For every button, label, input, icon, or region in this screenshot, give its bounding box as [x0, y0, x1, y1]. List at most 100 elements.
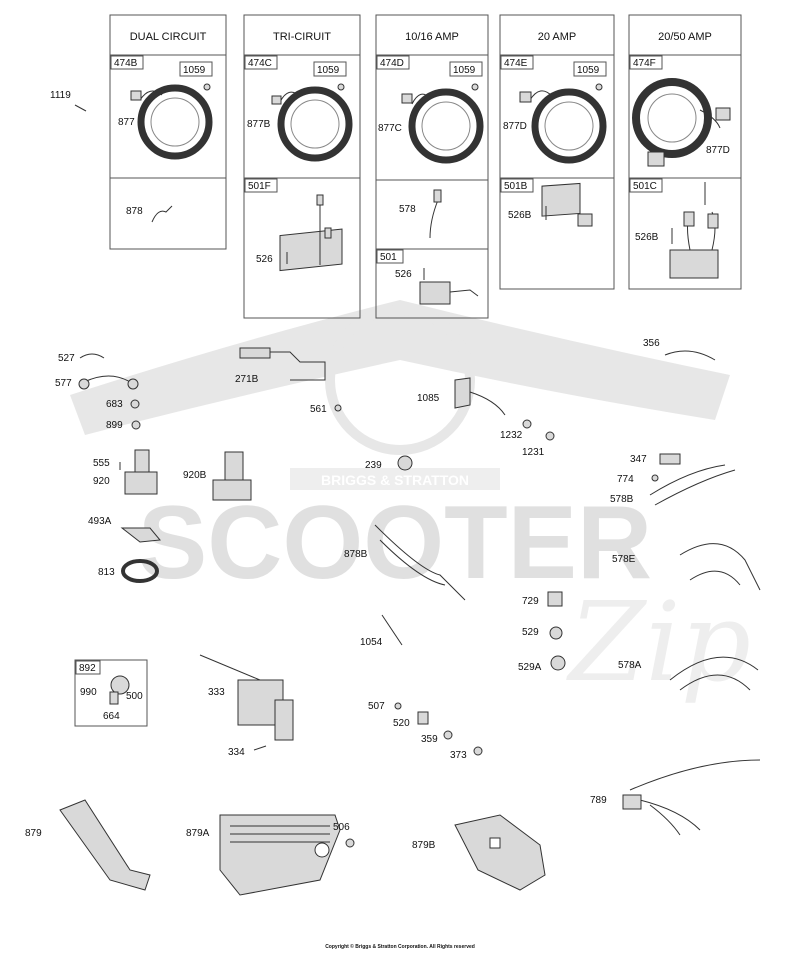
- part-label-526B: 526B: [508, 210, 532, 221]
- subkit-tag: [500, 178, 534, 193]
- kit-column-20-50-amp: 20/50 AMP 474F 877D 501C 526B: [628, 14, 742, 290]
- bracket-icon: [120, 527, 161, 543]
- stator-lead: [139, 90, 163, 101]
- kit-label: 474C: [248, 58, 272, 69]
- stator-inner: [290, 99, 340, 149]
- kit-tag: [75, 660, 101, 675]
- subkit-label: 501F: [248, 181, 271, 192]
- cover-slot: [489, 837, 501, 849]
- part-label-526B: 526B: [635, 232, 659, 243]
- stator-lead: [699, 109, 721, 129]
- part-label-729: 729: [522, 596, 539, 607]
- part-label-774: 774: [617, 474, 634, 485]
- grommet-icon: [550, 655, 566, 671]
- fuse-icon: [595, 83, 603, 91]
- regulator-icon: [541, 182, 581, 217]
- column-header: DUAL CIRCUIT: [130, 31, 207, 43]
- kit-tag: [244, 55, 278, 70]
- part-label-878B: 878B: [344, 549, 368, 560]
- watermark-mark: Zip: [566, 578, 751, 706]
- column-frame: [628, 14, 742, 290]
- stator-kit-columns: DUAL CIRCUIT 474B 1059 877 878 TRI-CIRUI…: [109, 14, 742, 319]
- fuse-tag: [313, 61, 347, 77]
- part-label-920: 920: [93, 476, 110, 487]
- part-label-520: 520: [393, 718, 410, 729]
- subkit-label: 501: [380, 252, 397, 263]
- part-label-1085: 1085: [417, 393, 440, 404]
- ground-wire-icon: [151, 205, 173, 223]
- part-label-578A: 578A: [618, 660, 642, 671]
- part-label-529A: 529A: [518, 662, 542, 673]
- kit-tag: [500, 55, 534, 70]
- part-label-1054: 1054: [360, 637, 383, 648]
- part-label-879: 879: [25, 828, 42, 839]
- watermark-word: SCOOTER: [138, 485, 652, 601]
- column-header: TRI-CIRUIT: [273, 31, 331, 43]
- fuse-icon: [203, 83, 211, 91]
- fuse-label: 1059: [577, 65, 600, 76]
- column-header: 20 AMP: [538, 31, 577, 43]
- part-label-683: 683: [106, 399, 123, 410]
- part-label-1231: 1231: [522, 447, 545, 458]
- part-label-578E: 578E: [612, 554, 636, 565]
- part-label-507: 507: [368, 701, 385, 712]
- stator-icon: [632, 78, 712, 158]
- fuse-tag: [179, 61, 213, 77]
- part-label-899: 899: [106, 420, 123, 431]
- fuse-label: 1059: [183, 65, 206, 76]
- fuse-icon: [471, 83, 479, 91]
- part-label-813: 813: [98, 567, 115, 578]
- clamp-icon: [79, 353, 105, 359]
- part-label-359: 359: [421, 734, 438, 745]
- plug-icon: [577, 213, 593, 227]
- part-label-271B: 271B: [235, 374, 259, 385]
- subkit-tag: [629, 178, 663, 193]
- copyright-notice: Copyright © Briggs & Stratton Corporatio…: [325, 944, 475, 950]
- kit-column-10-16-amp: 10/16 AMP 474D 1059 877C 578 501 526: [375, 14, 489, 319]
- screw-icon: [74, 104, 87, 112]
- bolt-icon: [345, 838, 355, 848]
- heat-shield-icon: [59, 799, 151, 891]
- watermark-brand-plate: [290, 468, 500, 490]
- harness-icon: [679, 543, 761, 591]
- nut-icon: [334, 404, 342, 412]
- subkit-label: 501C: [633, 181, 657, 192]
- part-label-878: 878: [126, 206, 143, 217]
- fuse-label: 1059: [317, 65, 340, 76]
- kit-label: 474E: [504, 58, 528, 69]
- stator-icon: [531, 88, 607, 164]
- column-header: 10/16 AMP: [405, 31, 459, 43]
- part-label-1119: 1119: [50, 90, 71, 101]
- regulator-icon: [279, 228, 343, 272]
- connector-icon: [519, 91, 532, 103]
- column-header: 20/50 AMP: [658, 31, 712, 43]
- key-switch-icon: [110, 675, 130, 695]
- solenoid-body-icon: [224, 451, 244, 481]
- fuse-icon: [337, 83, 345, 91]
- connector-icon: [659, 453, 681, 465]
- part-label-1232: 1232: [500, 430, 523, 441]
- terminal-icon: [127, 378, 139, 390]
- coil-core-icon: [274, 699, 294, 741]
- loose-parts: 1119 527 577 683 899 271B 561 1085 1232 …: [25, 90, 761, 896]
- regulator-lead: [449, 289, 479, 297]
- stator-lead: [529, 90, 553, 101]
- part-label-347: 347: [630, 454, 647, 465]
- part-label-879A: 879A: [186, 828, 210, 839]
- part-label-506: 506: [333, 822, 350, 833]
- cable-tie-icon: [381, 614, 403, 646]
- part-label-526: 526: [395, 269, 412, 280]
- connector-icon: [683, 211, 695, 227]
- part-label-789: 789: [590, 795, 607, 806]
- harness-icon: [629, 759, 761, 791]
- part-label-578: 578: [399, 204, 416, 215]
- stator-inner: [647, 93, 697, 143]
- washer-icon: [131, 420, 141, 430]
- part-label-555: 555: [93, 458, 110, 469]
- nut-icon: [130, 399, 140, 409]
- wire-label: 877C: [378, 123, 402, 134]
- screw-icon: [651, 474, 659, 482]
- stator-inner: [544, 101, 594, 151]
- washer-icon: [522, 419, 532, 429]
